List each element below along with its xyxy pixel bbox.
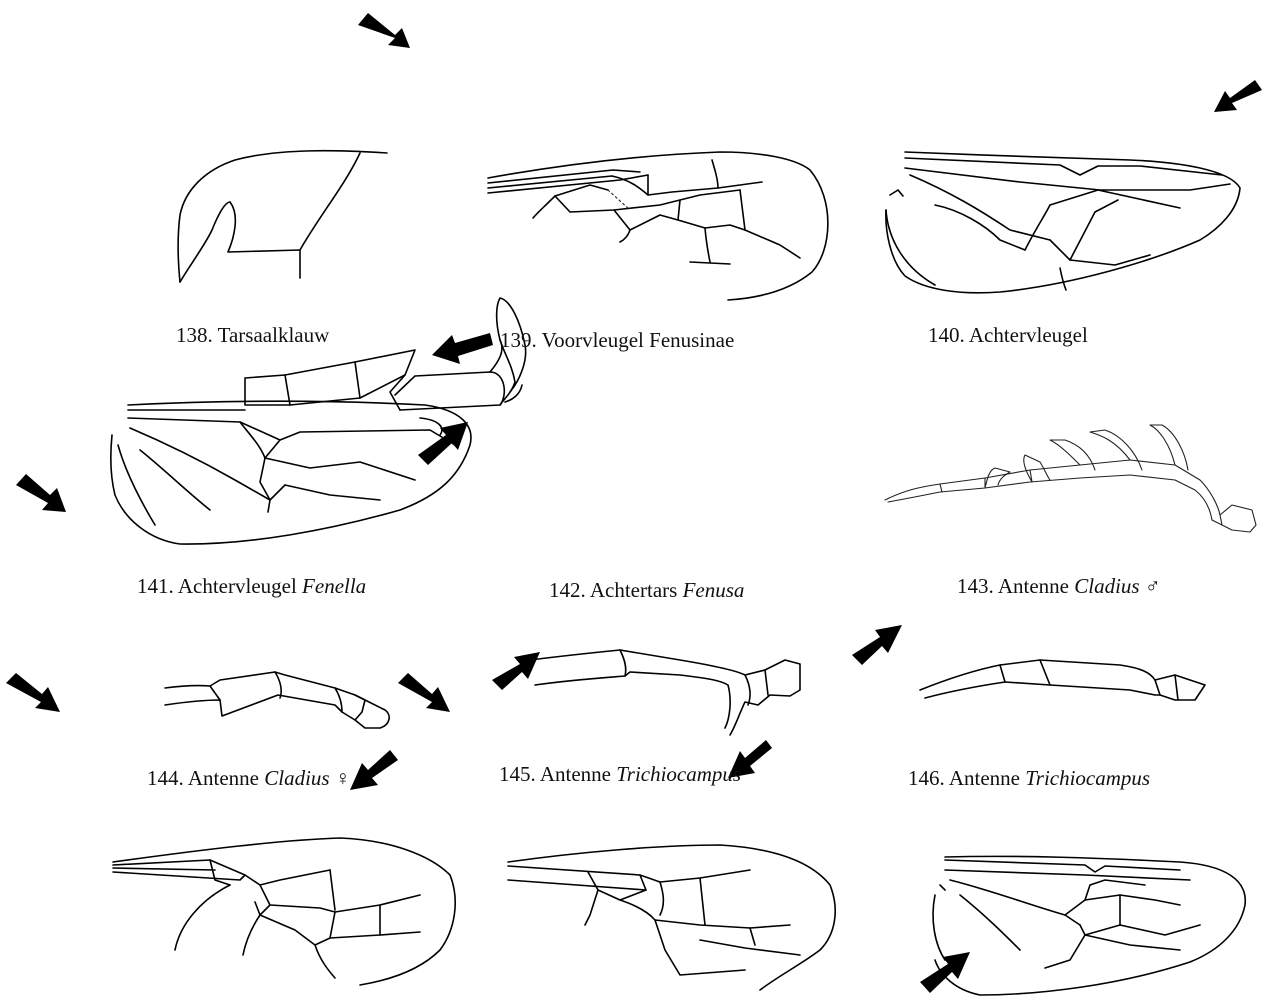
- arrow-down-right-top: [358, 13, 410, 48]
- caption-145-number: 145.: [499, 762, 536, 786]
- tarsal-claw-drawing: [178, 151, 387, 282]
- caption-146-taxon: Trichiocampus: [1025, 766, 1150, 790]
- hind-tarsus-fenusa-drawing: [245, 298, 526, 410]
- caption-140: 140. Achtervleugel: [928, 325, 1088, 346]
- antenna-cladius-female-drawing: [165, 672, 389, 728]
- hindwing-fenella-drawing: [111, 401, 471, 544]
- caption-145-text: Antenne: [540, 762, 611, 786]
- caption-141-taxon: Fenella: [302, 574, 366, 598]
- arrows: [6, 13, 1262, 993]
- caption-140-text: Achtervleugel: [969, 323, 1088, 347]
- hindwing-bottom-right-drawing: [933, 856, 1245, 995]
- caption-141: 141. Achtervleugel Fenella: [137, 576, 366, 597]
- caption-144-taxon: Cladius: [264, 766, 329, 790]
- caption-143-taxon: Cladius: [1074, 574, 1139, 598]
- caption-142: 142. Achtertars Fenusa: [549, 580, 744, 601]
- arrow-down-left-top-right: [1214, 80, 1262, 112]
- arrow-up-right-fig145: [492, 652, 540, 690]
- arrow-up-right-fig142: [418, 422, 468, 465]
- arrow-down-right-left-141: [16, 474, 66, 512]
- caption-144-sex-symbol: ♀: [335, 766, 351, 790]
- arrow-up-right-fig146: [852, 625, 902, 665]
- forewing-fenusinae-drawing: [488, 152, 828, 300]
- arrow-down-right-left-144: [6, 673, 60, 712]
- arrow-down-left-fig144: [350, 750, 398, 790]
- caption-141-number: 141.: [137, 574, 174, 598]
- caption-144-text: Antenne: [188, 766, 259, 790]
- forewing-bottom-left-drawing: [113, 838, 455, 985]
- caption-139-text: Voorvleugel Fenusinae: [542, 328, 735, 352]
- caption-142-taxon: Fenusa: [683, 578, 745, 602]
- antenna-cladius-male-drawing: [885, 425, 1256, 532]
- arrow-left-fig139: [432, 333, 493, 364]
- caption-143: 143. Antenne Cladius ♂: [957, 576, 1161, 597]
- caption-145: 145. Antenne Trichiocampus: [499, 764, 741, 785]
- arrow-up-right-bottom: [920, 952, 970, 993]
- caption-139-number: 139.: [500, 328, 537, 352]
- caption-146-number: 146.: [908, 766, 945, 790]
- caption-139: 139. Voorvleugel Fenusinae: [500, 330, 734, 351]
- hindwing-drawing: [886, 152, 1240, 293]
- caption-141-text: Achtervleugel: [178, 574, 297, 598]
- antenna-trichiocampus-145-drawing: [530, 650, 800, 735]
- caption-146-text: Antenne: [949, 766, 1020, 790]
- caption-146: 146. Antenne Trichiocampus: [908, 768, 1150, 789]
- caption-144-number: 144.: [147, 766, 184, 790]
- caption-143-text: Antenne: [998, 574, 1069, 598]
- caption-138-number: 138.: [176, 323, 213, 347]
- caption-138-text: Tarsaalklauw: [218, 323, 330, 347]
- caption-144: 144. Antenne Cladius ♀: [147, 768, 351, 789]
- caption-138: 138. Tarsaalklauw: [176, 325, 329, 346]
- caption-145-taxon: Trichiocampus: [616, 762, 741, 786]
- caption-143-sex-symbol: ♂: [1145, 574, 1161, 598]
- antenna-trichiocampus-146-drawing: [920, 660, 1205, 700]
- arrow-down-right-fig145: [398, 673, 450, 712]
- caption-142-number: 142.: [549, 578, 586, 602]
- caption-142-text: Achtertars: [590, 578, 677, 602]
- forewing-bottom-center-drawing: [508, 845, 835, 990]
- caption-140-number: 140.: [928, 323, 965, 347]
- caption-143-number: 143.: [957, 574, 994, 598]
